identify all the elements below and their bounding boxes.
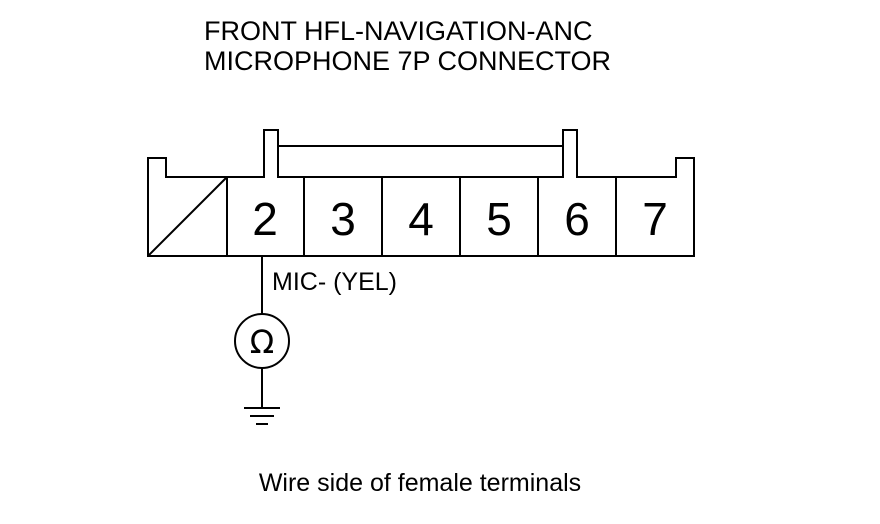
pin-4: 4	[408, 193, 434, 245]
wire-label: MIC- (YEL)	[272, 268, 397, 296]
pin-6: 6	[564, 193, 590, 245]
title-line-2: MICROPHONE 7P CONNECTOR	[204, 46, 611, 76]
ohm-symbol: Ω	[250, 323, 274, 361]
connector-body	[147, 129, 695, 257]
ohmmeter-icon: Ω	[234, 313, 290, 369]
pin-2: 2	[252, 193, 278, 245]
pin-3: 3	[330, 193, 356, 245]
caption: Wire side of female terminals	[259, 469, 581, 497]
ground-icon	[244, 407, 280, 425]
pin-7: 7	[642, 193, 668, 245]
title-line-1: FRONT HFL-NAVIGATION-ANC	[204, 16, 593, 46]
unused-cavity-mark	[147, 176, 228, 257]
pin-5: 5	[486, 193, 512, 245]
